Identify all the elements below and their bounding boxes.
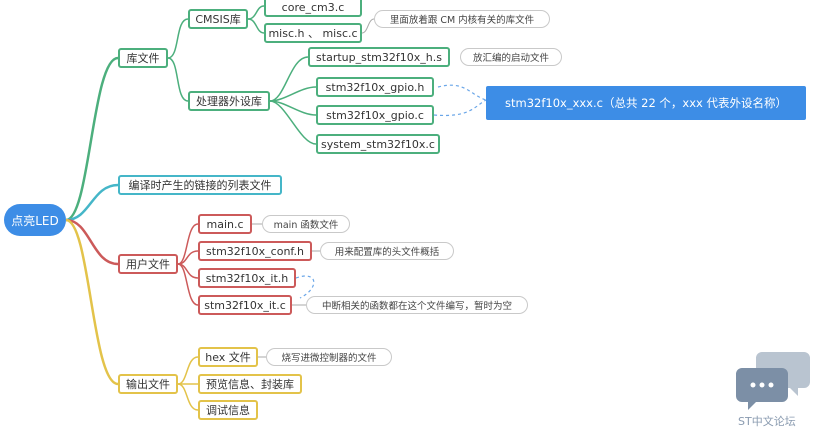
node-it-c[interactable]: stm32f10x_it.c [198,295,292,315]
node-main-c[interactable]: main.c [198,214,252,234]
watermark-text: ST中文论坛 [738,415,796,428]
root-node[interactable]: 点亮LED [4,204,66,236]
node-periph[interactable]: 处理器外设库 [188,91,270,111]
branch-lib[interactable]: 库文件 [118,48,168,68]
node-it-h[interactable]: stm32f10x_it.h [198,268,296,288]
node-core-cm3[interactable]: core_cm3.c [264,0,362,17]
note-main: main 函数文件 [262,215,350,233]
chat-bubbles-icon [736,352,810,410]
node-startup[interactable]: startup_stm32f10x_h.s [308,47,450,67]
branch-user[interactable]: 用户文件 [118,254,178,274]
callout-xxx[interactable]: stm32f10x_xxx.c（总共 22 个，xxx 代表外设名称） [486,86,806,120]
note-startup: 放汇编的启动文件 [460,48,562,66]
node-cmsis[interactable]: CMSIS库 [188,9,248,29]
note-it: 中断相关的函数都在这个文件编写，暂时为空 [306,296,528,314]
node-conf-h[interactable]: stm32f10x_conf.h [198,241,312,261]
note-cmsis: 里面放着跟 CM 内核有关的库文件 [374,10,550,28]
branch-list[interactable]: 编译时产生的链接的列表文件 [118,175,282,195]
branch-output[interactable]: 输出文件 [118,374,178,394]
note-hex: 烧写进微控制器的文件 [266,348,392,366]
node-debug[interactable]: 调试信息 [198,400,258,420]
node-hex[interactable]: hex 文件 [198,347,258,367]
node-gpio-c[interactable]: stm32f10x_gpio.c [316,105,434,125]
note-conf: 用来配置库的头文件概括 [320,242,454,260]
node-gpio-h[interactable]: stm32f10x_gpio.h [316,77,434,97]
node-misc[interactable]: misc.h 、 misc.c [264,23,362,43]
node-preview[interactable]: 预览信息、封装库 [198,374,302,394]
node-system[interactable]: system_stm32f10x.c [316,134,440,154]
